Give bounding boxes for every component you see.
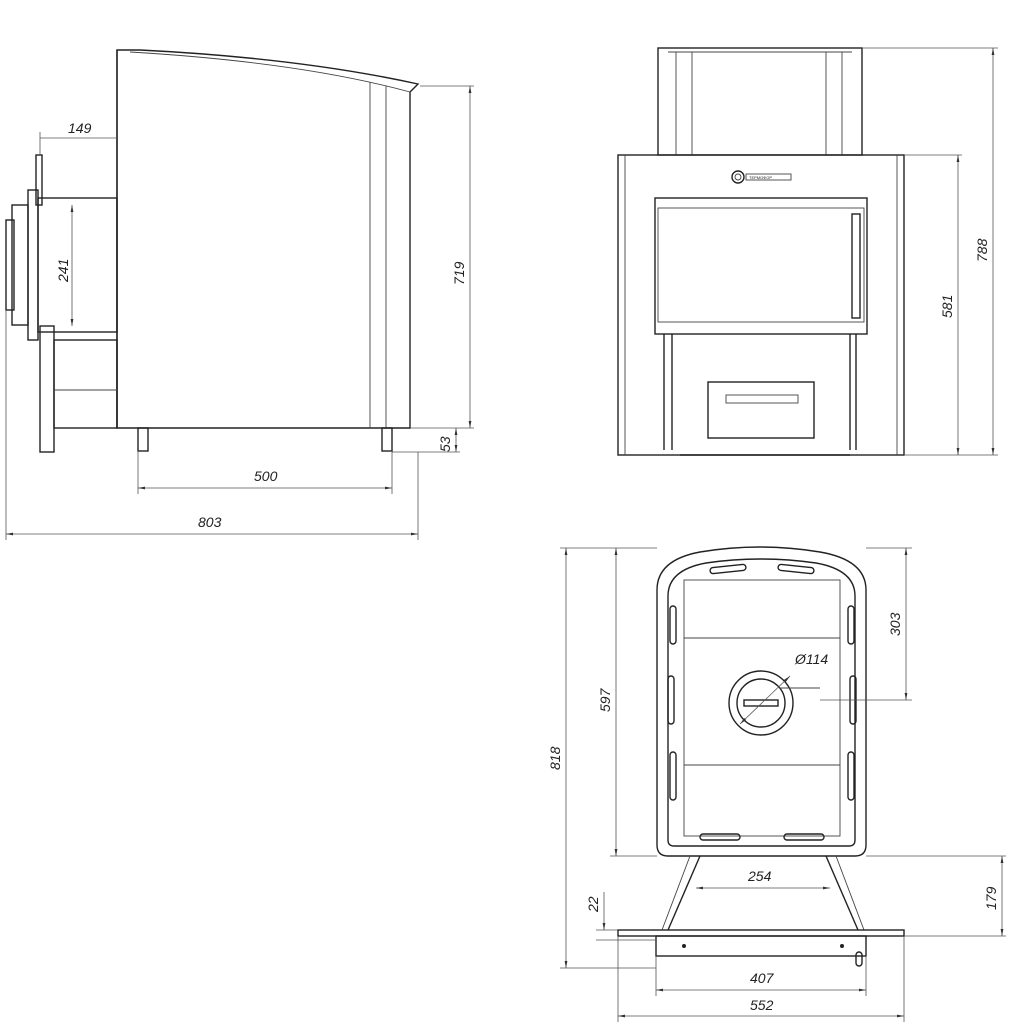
dim-241: 241 <box>55 205 74 326</box>
dim-581: 581 <box>904 154 962 455</box>
dim-552: 552 <box>617 936 905 1022</box>
dim-label-254: 254 <box>747 868 772 884</box>
dim-label-500: 500 <box>254 468 278 484</box>
brand-text: ТЕРМОФОР <box>749 175 772 180</box>
brand-logo: ТЕРМОФОР <box>731 170 792 184</box>
dim-label-149: 149 <box>68 120 92 136</box>
dim-803: 803 <box>5 310 419 540</box>
dim-label-581: 581 <box>939 295 955 318</box>
dim-303: 303 <box>820 547 912 701</box>
chimney-opening-top <box>728 670 820 736</box>
stove-outline-top <box>656 546 867 857</box>
dim-label-552: 552 <box>750 997 774 1013</box>
dim-788: 788 <box>862 47 998 456</box>
ash-drawer <box>707 381 815 439</box>
dim-label-818: 818 <box>547 746 563 770</box>
dim-818: 818 <box>547 547 656 969</box>
dim-label-407: 407 <box>750 970 775 986</box>
dim-label-303: 303 <box>887 612 903 636</box>
dim-114: Ø114 <box>739 651 828 725</box>
glass-panel <box>654 197 868 335</box>
dim-label-597: 597 <box>597 687 613 712</box>
side-view: 149 241 719 53 500 <box>5 49 474 540</box>
dim-label-53: 53 <box>437 436 453 452</box>
dim-22: 22 <box>585 892 656 941</box>
top-view: Ø114 303 597 818 254 <box>547 546 1006 1022</box>
dim-597: 597 <box>597 547 657 857</box>
dim-407: 407 <box>655 956 867 996</box>
legs-side <box>137 427 393 452</box>
dim-label-788: 788 <box>974 238 990 262</box>
dim-label-179: 179 <box>983 886 999 910</box>
fire-tunnel-side <box>5 154 118 453</box>
dim-719: 719 <box>410 85 474 429</box>
dim-179: 179 <box>866 855 1006 937</box>
dim-label-114: Ø114 <box>794 651 828 667</box>
ash-section <box>663 334 857 450</box>
stove-body-front <box>617 154 905 456</box>
front-view: ТЕРМОФОР 788 581 <box>617 47 998 456</box>
dim-254: 254 <box>696 868 830 890</box>
fire-tunnel-top <box>617 855 905 967</box>
vent-slots <box>667 563 857 841</box>
dim-149: 149 <box>39 120 117 155</box>
stove-body-side <box>116 49 420 429</box>
dim-53: 53 <box>392 428 460 453</box>
dim-label-241: 241 <box>55 259 71 283</box>
dim-label-22: 22 <box>585 896 601 913</box>
dim-label-719: 719 <box>451 261 467 285</box>
dim-label-803: 803 <box>198 514 222 530</box>
chimney-tank-front <box>657 47 863 156</box>
dim-500: 500 <box>137 452 393 494</box>
